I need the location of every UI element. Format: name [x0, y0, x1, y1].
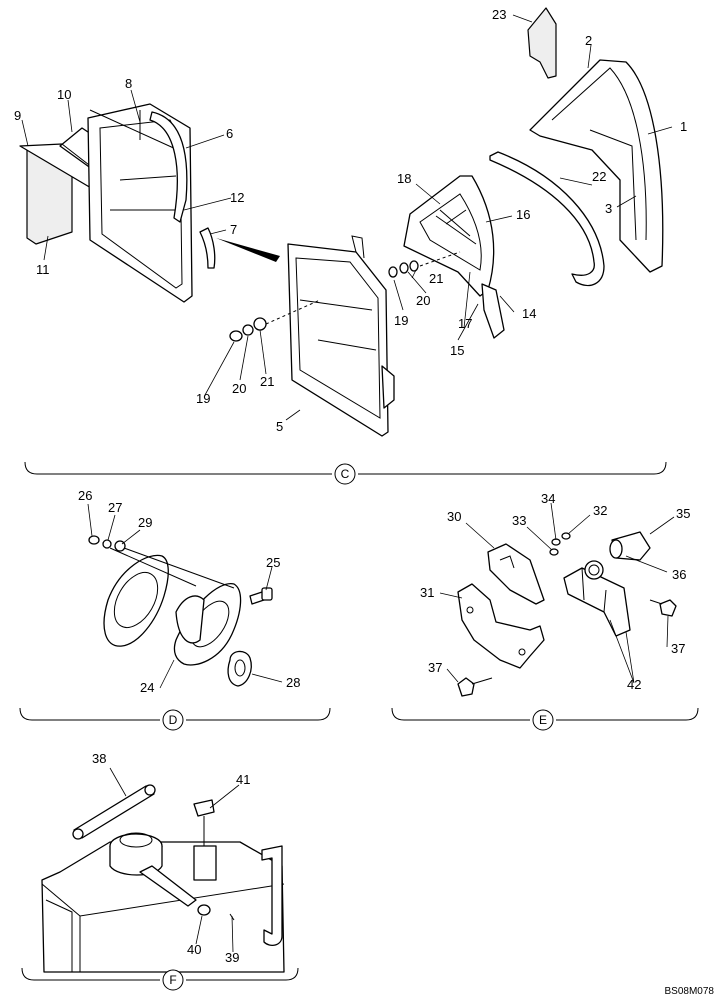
- callout-17: 17: [458, 316, 472, 331]
- callout-19-upper: 19: [394, 313, 408, 328]
- section-bracket-f: F: [21, 967, 299, 991]
- callout-40: 40: [187, 942, 201, 957]
- callout-41: 41: [236, 772, 250, 787]
- part-31-plate: [457, 583, 545, 669]
- section-label-d: D: [169, 713, 178, 727]
- section-bracket-e: E: [391, 707, 699, 731]
- callout-3: 3: [605, 201, 612, 216]
- part-16-grille: [403, 175, 495, 297]
- callout-2: 2: [585, 33, 592, 48]
- callout-35: 35: [676, 506, 690, 521]
- part-8-frame: [87, 103, 193, 303]
- callout-39: 39: [225, 950, 239, 965]
- part-1-cover: [529, 59, 664, 273]
- section-e-illustration: [457, 531, 677, 697]
- section-label-c: C: [341, 467, 350, 481]
- callout-8: 8: [125, 76, 132, 91]
- part-5-housing: [287, 243, 389, 437]
- part-37-bolt-left: [457, 677, 475, 697]
- callout-32: 32: [593, 503, 607, 518]
- drawing-reference: BS08M078: [665, 986, 715, 997]
- callout-31: 31: [420, 585, 434, 600]
- part-24-adapter: [173, 583, 242, 666]
- callout-18: 18: [397, 171, 411, 186]
- section-bracket-c: C: [24, 461, 667, 485]
- callout-15: 15: [450, 343, 464, 358]
- section-d-illustration: [88, 535, 273, 687]
- callout-33: 33: [512, 513, 526, 528]
- callout-42: 42: [627, 677, 641, 692]
- section-label-f: F: [169, 973, 176, 987]
- part-24-gasket: [103, 554, 169, 647]
- section-c-illustration: [19, 7, 664, 437]
- part-40-washer: [197, 904, 211, 916]
- section-bracket-d: D: [19, 707, 331, 731]
- part-22-seal-strip: [489, 151, 605, 287]
- callout-19-lower: 19: [196, 391, 210, 406]
- callout-20-upper: 20: [416, 293, 430, 308]
- part-41-clip: [193, 799, 215, 817]
- callout-5: 5: [276, 419, 283, 434]
- callout-23: 23: [492, 7, 506, 22]
- callout-12: 12: [230, 190, 244, 205]
- callout-34: 34: [541, 491, 555, 506]
- callout-21-upper: 21: [429, 271, 443, 286]
- callout-24: 24: [140, 680, 154, 695]
- callout-21-lower: 21: [260, 374, 274, 389]
- callout-26: 26: [78, 488, 92, 503]
- section-f-illustration: [41, 784, 285, 973]
- callout-10: 10: [57, 87, 71, 102]
- part-6-gasket: [149, 111, 188, 223]
- callout-28: 28: [286, 675, 300, 690]
- part-7-seal: [199, 227, 216, 269]
- callout-29: 29: [138, 515, 152, 530]
- callout-14: 14: [522, 306, 536, 321]
- callout-labels: 1 2 3 5 6 7 8 9 10 11 12 14 15 16 17 18 …: [14, 7, 690, 965]
- callout-37-right: 37: [671, 641, 685, 656]
- callout-20-lower: 20: [232, 381, 246, 396]
- part-14-bracket: [481, 283, 505, 339]
- callout-7: 7: [230, 222, 237, 237]
- part-23-cover: [527, 7, 557, 79]
- callout-36: 36: [672, 567, 686, 582]
- callout-37-left: 37: [428, 660, 442, 675]
- part-28-clip: [227, 650, 252, 687]
- callout-30: 30: [447, 509, 461, 524]
- leader-lines: [21, 14, 675, 953]
- part-37-bolt-right: [659, 599, 677, 617]
- assembly-arrow: [216, 238, 280, 262]
- callout-38: 38: [92, 751, 106, 766]
- callout-25: 25: [266, 555, 280, 570]
- callout-27: 27: [108, 500, 122, 515]
- callout-22: 22: [592, 169, 606, 184]
- callout-9: 9: [14, 108, 21, 123]
- callout-6: 6: [226, 126, 233, 141]
- callout-11: 11: [36, 262, 50, 277]
- section-label-e: E: [539, 713, 547, 727]
- part-38-rod: [73, 785, 155, 839]
- tank-body: [41, 841, 285, 973]
- washer-group-upper: [388, 260, 419, 278]
- part-36-ring: [584, 560, 604, 580]
- callout-16: 16: [516, 207, 530, 222]
- callout-1: 1: [680, 119, 687, 134]
- part-30-latch: [487, 543, 545, 605]
